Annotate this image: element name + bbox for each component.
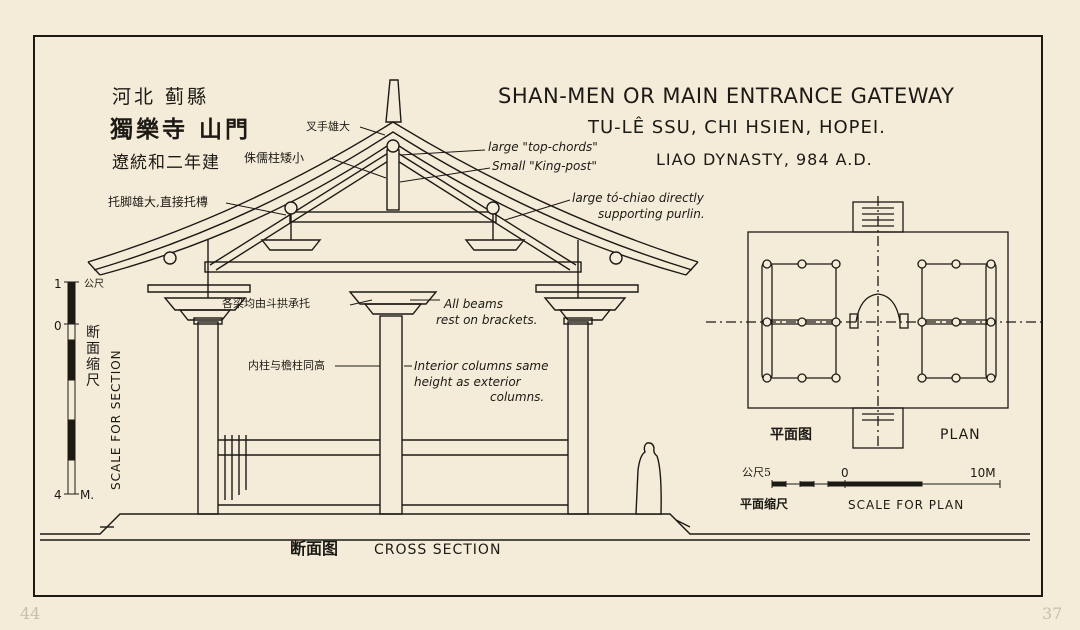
chinese-title-line2: 獨樂寺 山門 <box>110 116 252 143</box>
annotation-tuo-jiao: 托脚雄大,直接托槫 <box>108 195 208 209</box>
annotation-king-post: Small "King-post" <box>492 159 597 173</box>
annotation-columns-cn: 内柱与檐柱同高 <box>248 359 325 372</box>
chinese-title-line3: 遼統和二年建 <box>112 153 220 173</box>
section-scale-cn-label: 断面缩尺 <box>86 325 100 390</box>
annotation-leaders <box>225 126 571 367</box>
annotation-cha-shou: 叉手雄大 <box>306 120 350 133</box>
section-scale-en-label: SCALE FOR SECTION <box>109 349 123 490</box>
annotation-columns-en-line1: Interior columns same <box>414 359 549 373</box>
plan-drawing <box>706 196 1044 449</box>
cross-section-drawing <box>40 79 1030 541</box>
english-title-line3: LIAO DYNASTY, 984 A.D. <box>656 150 873 169</box>
plan-cn-label: 平面图 <box>770 427 812 443</box>
plan-columns <box>762 259 996 383</box>
annotation-columns-en-line2: height as exterior <box>414 375 521 389</box>
section-scale-top-value: 1 <box>54 277 62 291</box>
annotation-columns-en-line3: columns. <box>490 390 545 404</box>
plan-scale-left: 公尺5 <box>742 466 771 479</box>
plan-en-label: PLAN <box>940 427 981 443</box>
section-scale-bottom: 4 <box>54 488 62 502</box>
annotation-beams-en-line2: rest on brackets. <box>436 313 538 327</box>
english-title-line1: SHAN-MEN OR MAIN ENTRANCE GATEWAY <box>498 84 955 108</box>
section-scale-top-unit: 公尺 <box>84 279 104 290</box>
plan-scale-zero: 0 <box>841 466 849 480</box>
annotation-to-chiao-line2: supporting purlin. <box>598 207 705 221</box>
annotation-to-chiao-line1: large tó-chiao directly <box>572 191 704 205</box>
section-scale-bar <box>64 281 79 495</box>
section-scale-bottom-unit: M. <box>80 488 95 502</box>
page-number-right: 37 <box>1042 604 1063 623</box>
page-number-left: 44 <box>20 604 41 623</box>
section-caption-en: CROSS SECTION <box>374 542 502 558</box>
annotation-beams-en-line1: All beams <box>444 297 503 311</box>
sheet-border <box>33 35 1043 597</box>
english-title-line2: TU-LÊ SSU, CHI HSIEN, HOPEI. <box>588 117 886 138</box>
plan-scale-cn: 平面缩尺 <box>740 497 789 511</box>
section-caption-cn: 断面图 <box>290 539 339 558</box>
annotation-top-chords: large "top-chords" <box>488 140 598 154</box>
section-scale-zero: 0 <box>54 319 62 333</box>
plan-scale-bar <box>771 480 1001 488</box>
chinese-title-line1: 河北 蓟縣 <box>112 86 210 108</box>
annotation-zhu-ru: 侏儒柱矮小 <box>244 151 305 165</box>
plan-scale-en: SCALE FOR PLAN <box>848 498 965 512</box>
plan-scale-right: 10M <box>970 466 996 480</box>
annotation-beams-cn: 各梁均由斗拱承托 <box>222 297 310 310</box>
